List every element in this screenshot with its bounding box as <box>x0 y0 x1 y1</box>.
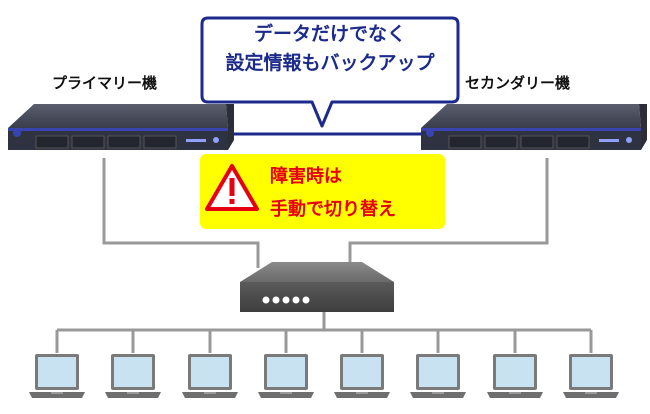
laptop-icon <box>258 354 314 398</box>
warning-box <box>200 154 445 229</box>
primary-to-switch-line <box>102 158 260 268</box>
warning-triangle-icon <box>205 164 259 211</box>
secondary-server-icon <box>421 104 647 150</box>
laptop-icon <box>29 354 85 398</box>
network-switch-icon <box>240 262 394 312</box>
primary-server-icon <box>8 104 234 150</box>
secondary-server-label: セカンダリー機 <box>465 74 571 92</box>
laptop-icon <box>182 354 238 398</box>
primary-server-label: プライマリー機 <box>52 74 158 92</box>
callout-line-2: 設定情報もバックアップ <box>225 52 435 74</box>
laptop-icon <box>487 354 543 398</box>
network-lines <box>55 158 593 353</box>
laptop-icon <box>105 354 161 398</box>
laptop-icon <box>563 354 619 398</box>
callout-text: データだけでなく 設定情報もバックアップ <box>200 20 460 78</box>
callout-line-1: データだけでなく <box>253 23 406 45</box>
warning-line-2: 手動で切り替え <box>270 199 396 220</box>
client-laptops <box>29 354 619 398</box>
laptop-icon <box>410 354 466 398</box>
laptop-icon <box>334 354 390 398</box>
warning-text: 障害時は 手動で切り替え <box>270 160 440 226</box>
warning-line-1: 障害時は <box>270 166 342 187</box>
secondary-to-switch-line <box>348 158 549 268</box>
callout-bubble <box>200 16 460 128</box>
